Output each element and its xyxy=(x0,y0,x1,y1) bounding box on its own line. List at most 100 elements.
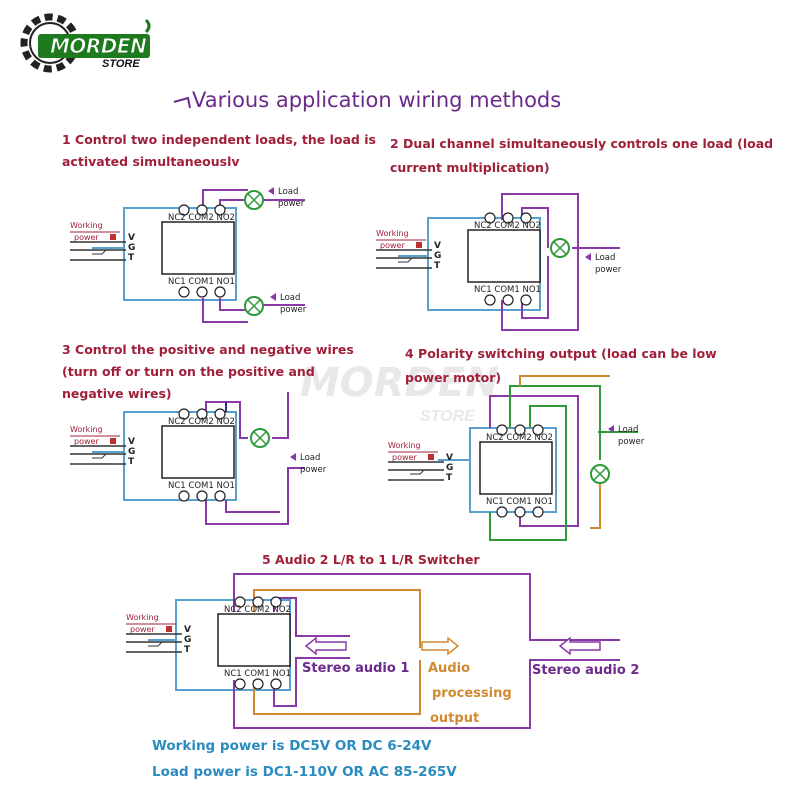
d1-pin-t: T xyxy=(128,253,135,263)
d1-pin-g: G xyxy=(128,243,135,253)
d4-pin-t: T xyxy=(446,473,453,483)
terminal-screw-icon xyxy=(496,506,508,518)
d1-bottom-terminals: NC1 COM1 NO1 xyxy=(168,277,235,287)
audio-processing-line1: Audio xyxy=(428,661,470,676)
d4-power-label: power xyxy=(392,453,417,462)
audio-processing-line3: output xyxy=(430,711,479,726)
d4-bottom-terminals: NC1 COM1 NO1 xyxy=(486,497,553,507)
brand-sub: STORE xyxy=(102,58,140,70)
terminal-screw-icon xyxy=(502,212,514,224)
terminal-screw-icon xyxy=(214,408,226,420)
d2-load-power-text: power xyxy=(595,265,622,275)
d3-pin-g: G xyxy=(128,447,135,457)
d4-working-label: Working xyxy=(388,441,421,450)
d5-power-label: power xyxy=(130,625,155,634)
section4-line1: 4 Polarity switching output (load can be… xyxy=(405,346,717,361)
stereo-audio-2-label: Stereo audio 2 xyxy=(532,663,639,678)
d3-bottom-terminals: NC1 COM1 NO1 xyxy=(168,481,235,491)
terminal-screw-icon xyxy=(532,424,544,436)
morden-logo: MORDEN STORE xyxy=(18,12,158,74)
d1-pin-v: V xyxy=(128,233,135,243)
d1-bottom-load-power-text: power xyxy=(280,305,307,315)
d2-working-label: Working xyxy=(376,229,409,238)
terminal-screw-icon xyxy=(514,506,526,518)
plus-icon xyxy=(110,438,116,444)
lamp-icon xyxy=(550,238,570,258)
d4-pin-v: V xyxy=(446,453,453,463)
page-title: Various application wiring methods xyxy=(192,88,562,112)
terminal-screw-icon xyxy=(484,294,496,306)
d1-relay-body xyxy=(161,221,235,275)
section2-line1: 2 Dual channel simultaneously controls o… xyxy=(390,136,774,151)
d3-relay-body xyxy=(161,425,235,479)
switch-icon xyxy=(92,453,107,459)
left-arrow-icon xyxy=(270,293,276,301)
audio-processing-line2: processing xyxy=(432,686,512,701)
terminal-screw-icon xyxy=(234,596,246,608)
d2-pin-t: T xyxy=(434,261,441,271)
d3-load-text: Load xyxy=(300,453,320,463)
d2-power-label: power xyxy=(380,241,405,250)
left-arrow-icon xyxy=(608,425,614,433)
d2-relay-body xyxy=(467,229,541,283)
watermark: MORDEN xyxy=(300,360,499,406)
left-arrow-icon xyxy=(558,636,601,656)
footer-working-power: Working power is DC5V OR DC 6-24V xyxy=(152,738,432,754)
terminal-screw-icon xyxy=(252,596,264,608)
watermark-sub: STORE xyxy=(420,408,475,425)
footer-load-power: Load power is DC1-110V OR AC 85-265V xyxy=(152,764,457,780)
terminal-screw-icon xyxy=(252,678,264,690)
plus-icon xyxy=(416,242,422,248)
left-arrow-icon xyxy=(585,253,591,261)
lamp-icon xyxy=(244,296,264,316)
d4-load-power-text: power xyxy=(618,437,645,447)
left-arrow-icon xyxy=(290,453,296,461)
terminal-screw-icon xyxy=(196,408,208,420)
d3-load-power-text: power xyxy=(300,465,327,475)
d3-top-terminals: NC2 COM2 NO2 xyxy=(168,417,235,427)
d5-pin-v: V xyxy=(184,625,191,635)
d1-power-label: power xyxy=(74,233,99,242)
terminal-screw-icon xyxy=(270,596,282,608)
terminal-screw-icon xyxy=(270,678,282,690)
section1-line2: activated simultaneouslv xyxy=(62,154,240,169)
terminal-screw-icon xyxy=(520,212,532,224)
gear-icon xyxy=(20,13,151,73)
d3-working-label: Working xyxy=(70,425,103,434)
section3-line1: 3 Control the positive and negative wire… xyxy=(62,342,354,357)
right-arrow-icon xyxy=(421,636,460,656)
d2-pin-g: G xyxy=(434,251,441,261)
terminal-screw-icon xyxy=(196,204,208,216)
switch-icon xyxy=(398,257,413,263)
terminal-screw-icon xyxy=(214,286,226,298)
plus-icon xyxy=(110,234,116,240)
terminal-screw-icon xyxy=(496,424,508,436)
d5-bottom-terminals: NC1 COM1 NO1 xyxy=(224,669,291,679)
terminal-screw-icon xyxy=(178,286,190,298)
plus-icon xyxy=(166,626,172,632)
d3-load-label: Load power xyxy=(290,453,327,475)
d4-pin-g: G xyxy=(446,463,453,473)
d2-top-terminals: NC2 COM2 NO2 xyxy=(474,221,541,231)
d4-top-terminals: NC2 COM2 NO2 xyxy=(486,433,553,443)
terminal-screw-icon xyxy=(196,490,208,502)
terminal-screw-icon xyxy=(178,408,190,420)
d5-working-label: Working xyxy=(126,613,159,622)
d3-power-label: power xyxy=(74,437,99,446)
d1-top-load-text: Load xyxy=(278,187,298,197)
terminal-screw-icon xyxy=(234,678,246,690)
switch-icon xyxy=(410,469,425,475)
d1-working-label: Working xyxy=(70,221,103,230)
terminal-screw-icon xyxy=(532,506,544,518)
brand-name: MORDEN xyxy=(49,34,147,59)
terminal-screw-icon xyxy=(196,286,208,298)
d4-relay-body xyxy=(479,441,553,495)
lamp-icon xyxy=(244,190,264,210)
d2-pin-v: V xyxy=(434,241,441,251)
